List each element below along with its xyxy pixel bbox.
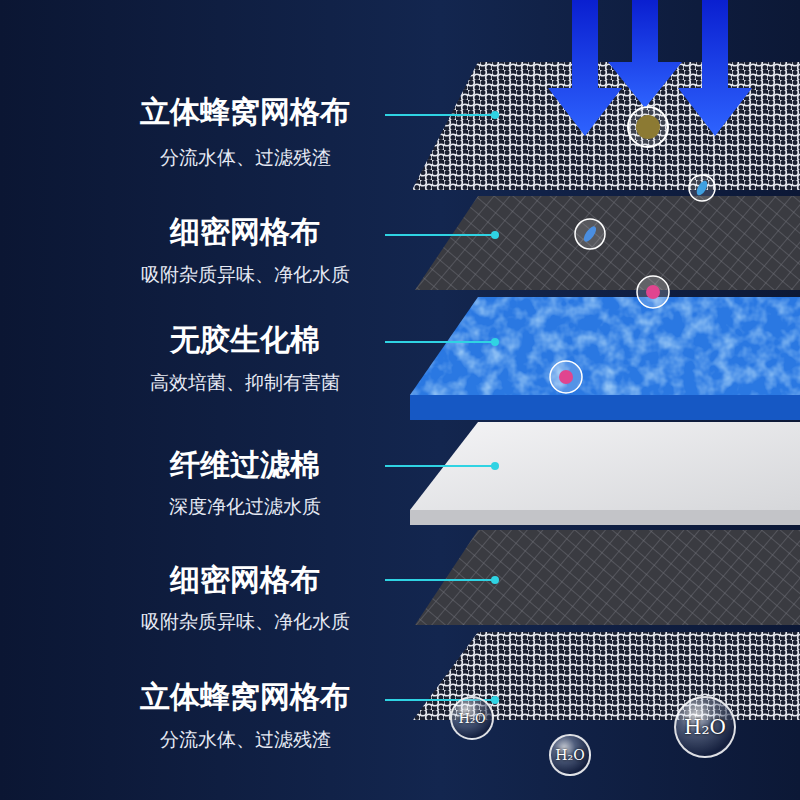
flow-arrow [548, 0, 622, 136]
bubble-text: H₂O [684, 715, 726, 739]
bubble [550, 361, 582, 393]
layer-description: 吸附杂质异味、净化水质 [141, 609, 350, 635]
layer-name: 细密网格布 [170, 560, 320, 601]
particles [550, 107, 715, 393]
flow-arrow [678, 0, 752, 136]
bio-foam-texture [410, 297, 800, 395]
layer-description: 分流水体、过滤残渣 [160, 145, 331, 171]
leader-dot [491, 696, 499, 704]
leader-dot [491, 338, 499, 346]
bubble-text: H₂O [458, 711, 485, 726]
honeycomb-mesh-layer [412, 62, 800, 190]
debris [636, 115, 660, 139]
water-bubble: H₂O [450, 696, 494, 740]
fine-mesh-layer [415, 530, 800, 625]
leader-dot [491, 231, 499, 239]
fine-mesh-layer [415, 196, 800, 290]
leader-line [385, 234, 493, 236]
leader-line [385, 114, 493, 116]
layer-name: 立体蜂窝网格布 [140, 92, 350, 133]
layer-description: 分流水体、过滤残渣 [160, 727, 331, 753]
layer-name: 细密网格布 [170, 212, 320, 253]
leader-line [385, 579, 493, 581]
layer-description: 高效培菌、抑制有害菌 [150, 370, 340, 396]
bacteria [646, 285, 660, 299]
layer-name: 无胶生化棉 [170, 320, 320, 361]
bio-foam-layer [410, 297, 800, 395]
bubble [637, 276, 669, 308]
layer-description: 吸附杂质异味、净化水质 [141, 262, 350, 288]
bubble [689, 175, 715, 201]
bubble [628, 107, 668, 147]
flow-arrow [608, 0, 682, 108]
leader-dot [491, 576, 499, 584]
layer-name: 立体蜂窝网格布 [140, 677, 350, 718]
leader-lines [385, 111, 499, 704]
leader-line [385, 341, 493, 343]
impurity [582, 224, 599, 243]
layer-description: 深度净化过滤水质 [169, 494, 321, 520]
water-bubble: H₂O [549, 734, 590, 775]
fiber-cotton-edge [410, 510, 800, 525]
bubble [575, 219, 605, 249]
bio-foam-edge [410, 395, 800, 420]
bubble-text: H₂O [555, 747, 584, 763]
bacteria [559, 370, 573, 384]
leader-dot [491, 111, 499, 119]
layer-name: 纤维过滤棉 [170, 445, 320, 486]
impurity [695, 179, 710, 197]
water-bubble: H₂O [674, 696, 736, 758]
leader-dot [491, 462, 499, 470]
leader-line [385, 465, 493, 467]
